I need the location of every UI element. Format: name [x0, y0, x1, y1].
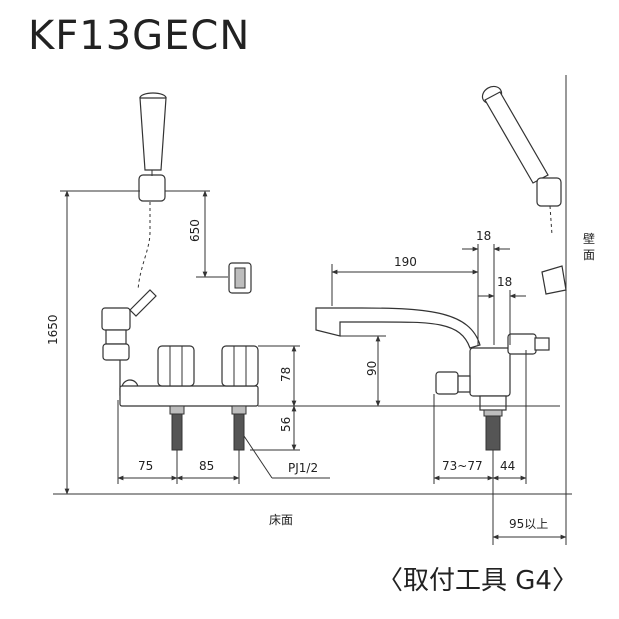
dim-hanger-drop: 650: [165, 190, 228, 278]
hand-shower-left: [137, 92, 167, 291]
hanger-bracket: [228, 262, 252, 294]
dim-offset-mid: 18: [478, 275, 526, 345]
svg-text:18: 18: [497, 275, 512, 289]
dim-wall-side: 73~77 44: [433, 350, 527, 545]
dim-handle-body: 78 56: [250, 345, 560, 451]
fixture-label: 〈取付工具 G4〉: [377, 566, 578, 596]
svg-text:73~77: 73~77: [442, 459, 483, 473]
svg-text:85: 85: [199, 459, 214, 473]
wall-label-1: 壁: [583, 231, 595, 246]
hand-shower-right: [481, 85, 567, 295]
dim-spout-reach: 190: [331, 244, 479, 345]
svg-text:78: 78: [279, 367, 293, 382]
wall-label-2: 面: [583, 248, 595, 262]
svg-text:650: 650: [188, 219, 202, 242]
model-title: KF13GECN: [28, 13, 251, 59]
dim-spacings: 75 85: [117, 400, 240, 484]
svg-text:190: 190: [394, 255, 417, 269]
mixer-body-left: [101, 289, 259, 451]
svg-text:56: 56: [279, 417, 293, 432]
dim-total-height: 1650: [46, 190, 140, 495]
svg-text:PJ1/2: PJ1/2: [288, 461, 318, 475]
dim-wall-min: 95以上: [492, 517, 567, 540]
svg-text:44: 44: [500, 459, 515, 473]
mixer-body-right: [315, 307, 550, 451]
svg-text:18: 18: [476, 229, 491, 243]
svg-text:95以上: 95以上: [509, 517, 548, 531]
svg-text:75: 75: [138, 459, 153, 473]
floor-label: 床面: [269, 513, 293, 527]
svg-text:1650: 1650: [46, 314, 60, 345]
svg-text:90: 90: [365, 361, 379, 376]
dim-spout-height: 90: [340, 335, 386, 407]
pipe-thread-leader: PJ1/2: [243, 435, 330, 479]
